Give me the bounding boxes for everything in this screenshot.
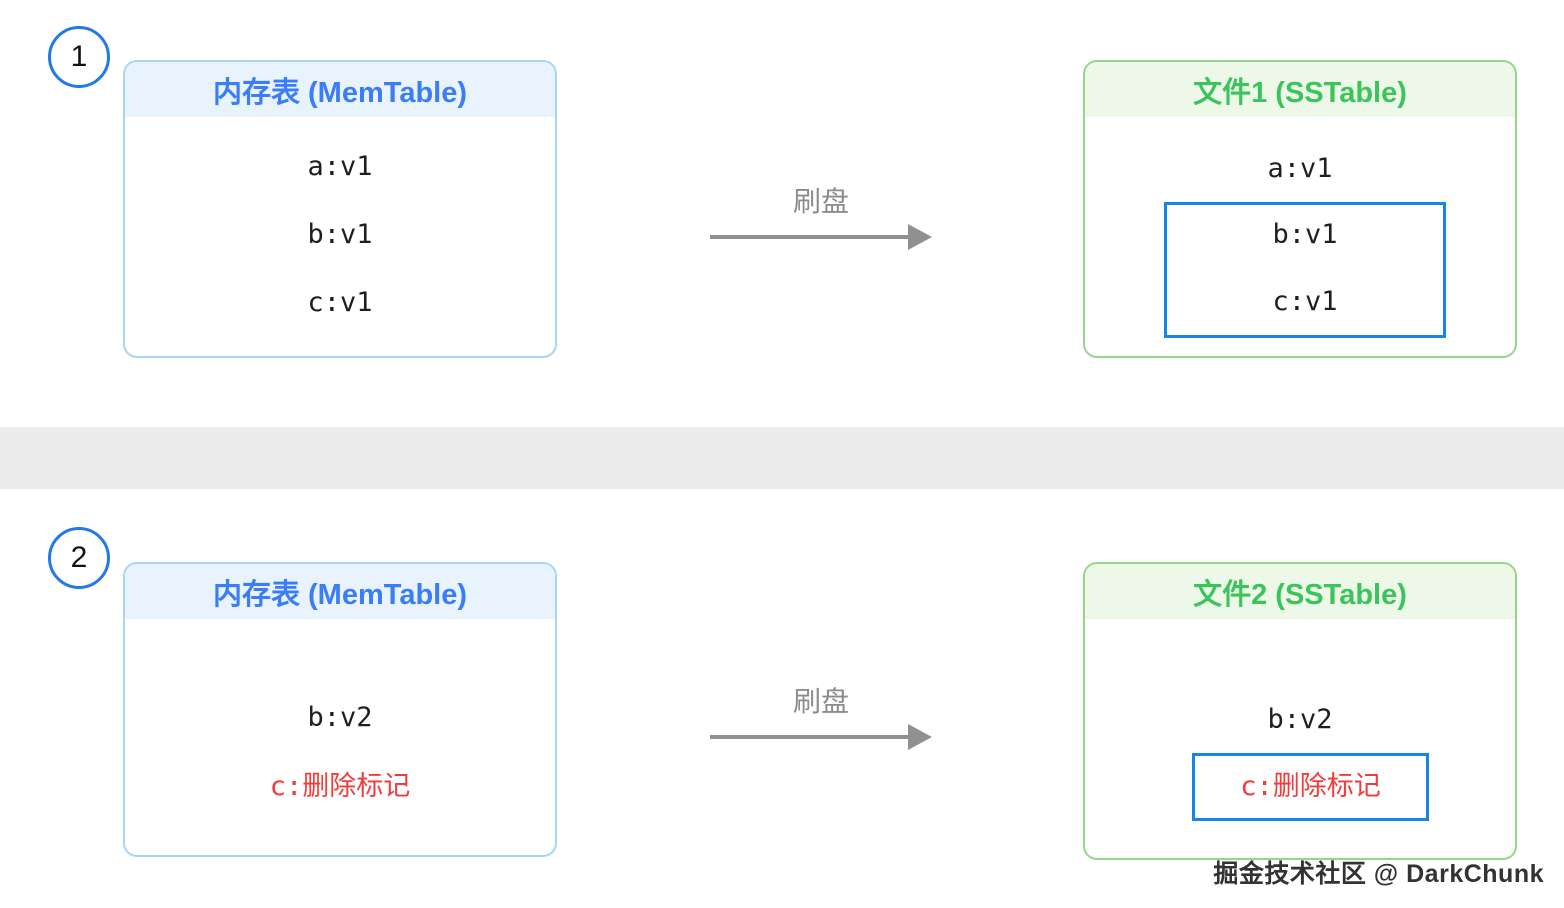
memtable-2-card: 内存表 (MemTable) b:v2 c:删除标记 (123, 562, 557, 857)
sstable-1-entry-c: c:v1 (1272, 286, 1338, 317)
memtable-2-entry-c-deleted: c:删除标记 (269, 771, 411, 802)
flush-arrow-2-label: 刷盘 (792, 686, 849, 717)
memtable-2-entry-b: b:v2 (307, 702, 373, 733)
step-1-number: 1 (70, 40, 88, 73)
sstable-1-card: 文件1 (SSTable) a:v1 b:v1 c:v1 (1083, 60, 1517, 358)
sstable-1-title: 文件1 (SSTable) (1193, 76, 1407, 109)
sstable-2-header: 文件2 (SSTable) (1085, 564, 1515, 619)
memtable-2-entries: b:v2 c:删除标记 (125, 619, 555, 802)
sstable-1-entry-a: a:v1 (1267, 153, 1333, 184)
memtable-1-title: 内存表 (MemTable) (212, 76, 468, 109)
watermark: 掘金技术社区 @ DarkChunk (1213, 860, 1544, 888)
memtable-1-header: 内存表 (MemTable) (125, 62, 555, 117)
section-divider (0, 427, 1564, 489)
memtable-1-entry-c: c:v1 (307, 287, 373, 318)
flush-arrow-1-head (908, 224, 932, 250)
sstable-2-card: 文件2 (SSTable) b:v2 c:删除标记 (1083, 562, 1517, 860)
sstable-2-title: 文件2 (SSTable) (1193, 578, 1407, 611)
memtable-1-entry-b: b:v1 (307, 219, 373, 250)
sstable-2-entry-c-deleted: c:删除标记 (1240, 771, 1381, 802)
sstable-1-entry-b: b:v1 (1272, 219, 1338, 250)
flush-arrow-1-label: 刷盘 (792, 186, 849, 217)
memtable-1-entries: a:v1 b:v1 c:v1 (125, 117, 555, 318)
step-2-number: 2 (70, 541, 88, 574)
memtable-1-card: 内存表 (MemTable) a:v1 b:v1 c:v1 (123, 60, 557, 358)
sstable-1-highlight-box: b:v1 c:v1 (1164, 202, 1446, 338)
sstable-2-highlight-box: c:删除标记 (1192, 753, 1429, 821)
sstable-2-entry-b: b:v2 (1267, 704, 1333, 735)
memtable-2-title: 内存表 (MemTable) (212, 578, 468, 611)
flush-arrow-1-line (710, 235, 908, 239)
step-2-badge: 2 (48, 527, 110, 589)
sstable-1-header: 文件1 (SSTable) (1085, 62, 1515, 117)
flush-arrow-2-line (710, 735, 908, 739)
step-1-badge: 1 (48, 26, 110, 88)
memtable-2-header: 内存表 (MemTable) (125, 564, 555, 619)
memtable-1-entry-a: a:v1 (307, 151, 373, 182)
flush-arrow-2-head (908, 724, 932, 750)
